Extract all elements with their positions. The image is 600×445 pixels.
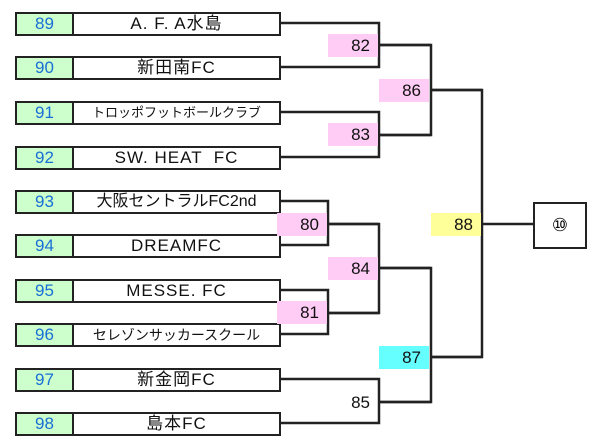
team-name: SW. HEAT FC bbox=[114, 148, 239, 167]
team-number: 95 bbox=[17, 281, 74, 301]
bracket-line-87 bbox=[379, 266, 433, 404]
team-name: A. F. A水島 bbox=[130, 14, 223, 33]
team-name: 島本FC bbox=[146, 414, 207, 433]
team-name: DREAMFC bbox=[130, 236, 223, 255]
team-row: 94 DREAMFC bbox=[15, 234, 281, 258]
team-name: トロッポフットボールクラブ bbox=[91, 105, 261, 120]
team-number: 89 bbox=[17, 14, 74, 34]
team-number: 94 bbox=[17, 236, 74, 256]
match-81-label: 81 bbox=[277, 301, 327, 324]
match-85-label: 85 bbox=[351, 393, 370, 412]
match-88-label: 88 bbox=[431, 213, 481, 236]
match-83-label: 83 bbox=[328, 123, 378, 146]
team-name: 新金岡FC bbox=[137, 370, 216, 389]
team-name: セレゾンサッカースクール bbox=[92, 327, 261, 343]
match-87-label: 87 bbox=[379, 346, 429, 369]
team-row: 97 新金岡FC bbox=[15, 368, 281, 392]
team-row: 95 MESSE. FC bbox=[15, 279, 281, 303]
team-name: 新田南FC bbox=[137, 58, 216, 77]
team-name: MESSE. FC bbox=[126, 281, 227, 300]
team-number: 96 bbox=[17, 325, 74, 345]
team-row: 89 A. F. A水島 bbox=[15, 12, 281, 36]
team-row: 92 SW. HEAT FC bbox=[15, 146, 281, 170]
team-number: 93 bbox=[17, 192, 74, 212]
team-number: 90 bbox=[17, 58, 74, 78]
team-number: 98 bbox=[17, 414, 74, 434]
match-80-label: 80 bbox=[277, 213, 327, 236]
match-86-label: 86 bbox=[379, 79, 429, 102]
team-row: 91 トロッポフットボールクラブ bbox=[15, 101, 281, 125]
final-slot: ⑩ bbox=[533, 202, 587, 249]
team-number: 91 bbox=[17, 103, 74, 123]
team-row: 96 セレゾンサッカースクール bbox=[15, 323, 281, 347]
match-84-label: 84 bbox=[328, 257, 378, 280]
team-row: 98 島本FC bbox=[15, 412, 281, 436]
team-number: 97 bbox=[17, 370, 74, 390]
match-82-label: 82 bbox=[328, 34, 378, 57]
team-row: 90 新田南FC bbox=[15, 56, 281, 80]
team-name: 大阪セントラルFC2nd bbox=[96, 193, 257, 210]
team-number: 92 bbox=[17, 148, 74, 168]
team-row: 93 大阪セントラルFC2nd bbox=[15, 190, 281, 214]
